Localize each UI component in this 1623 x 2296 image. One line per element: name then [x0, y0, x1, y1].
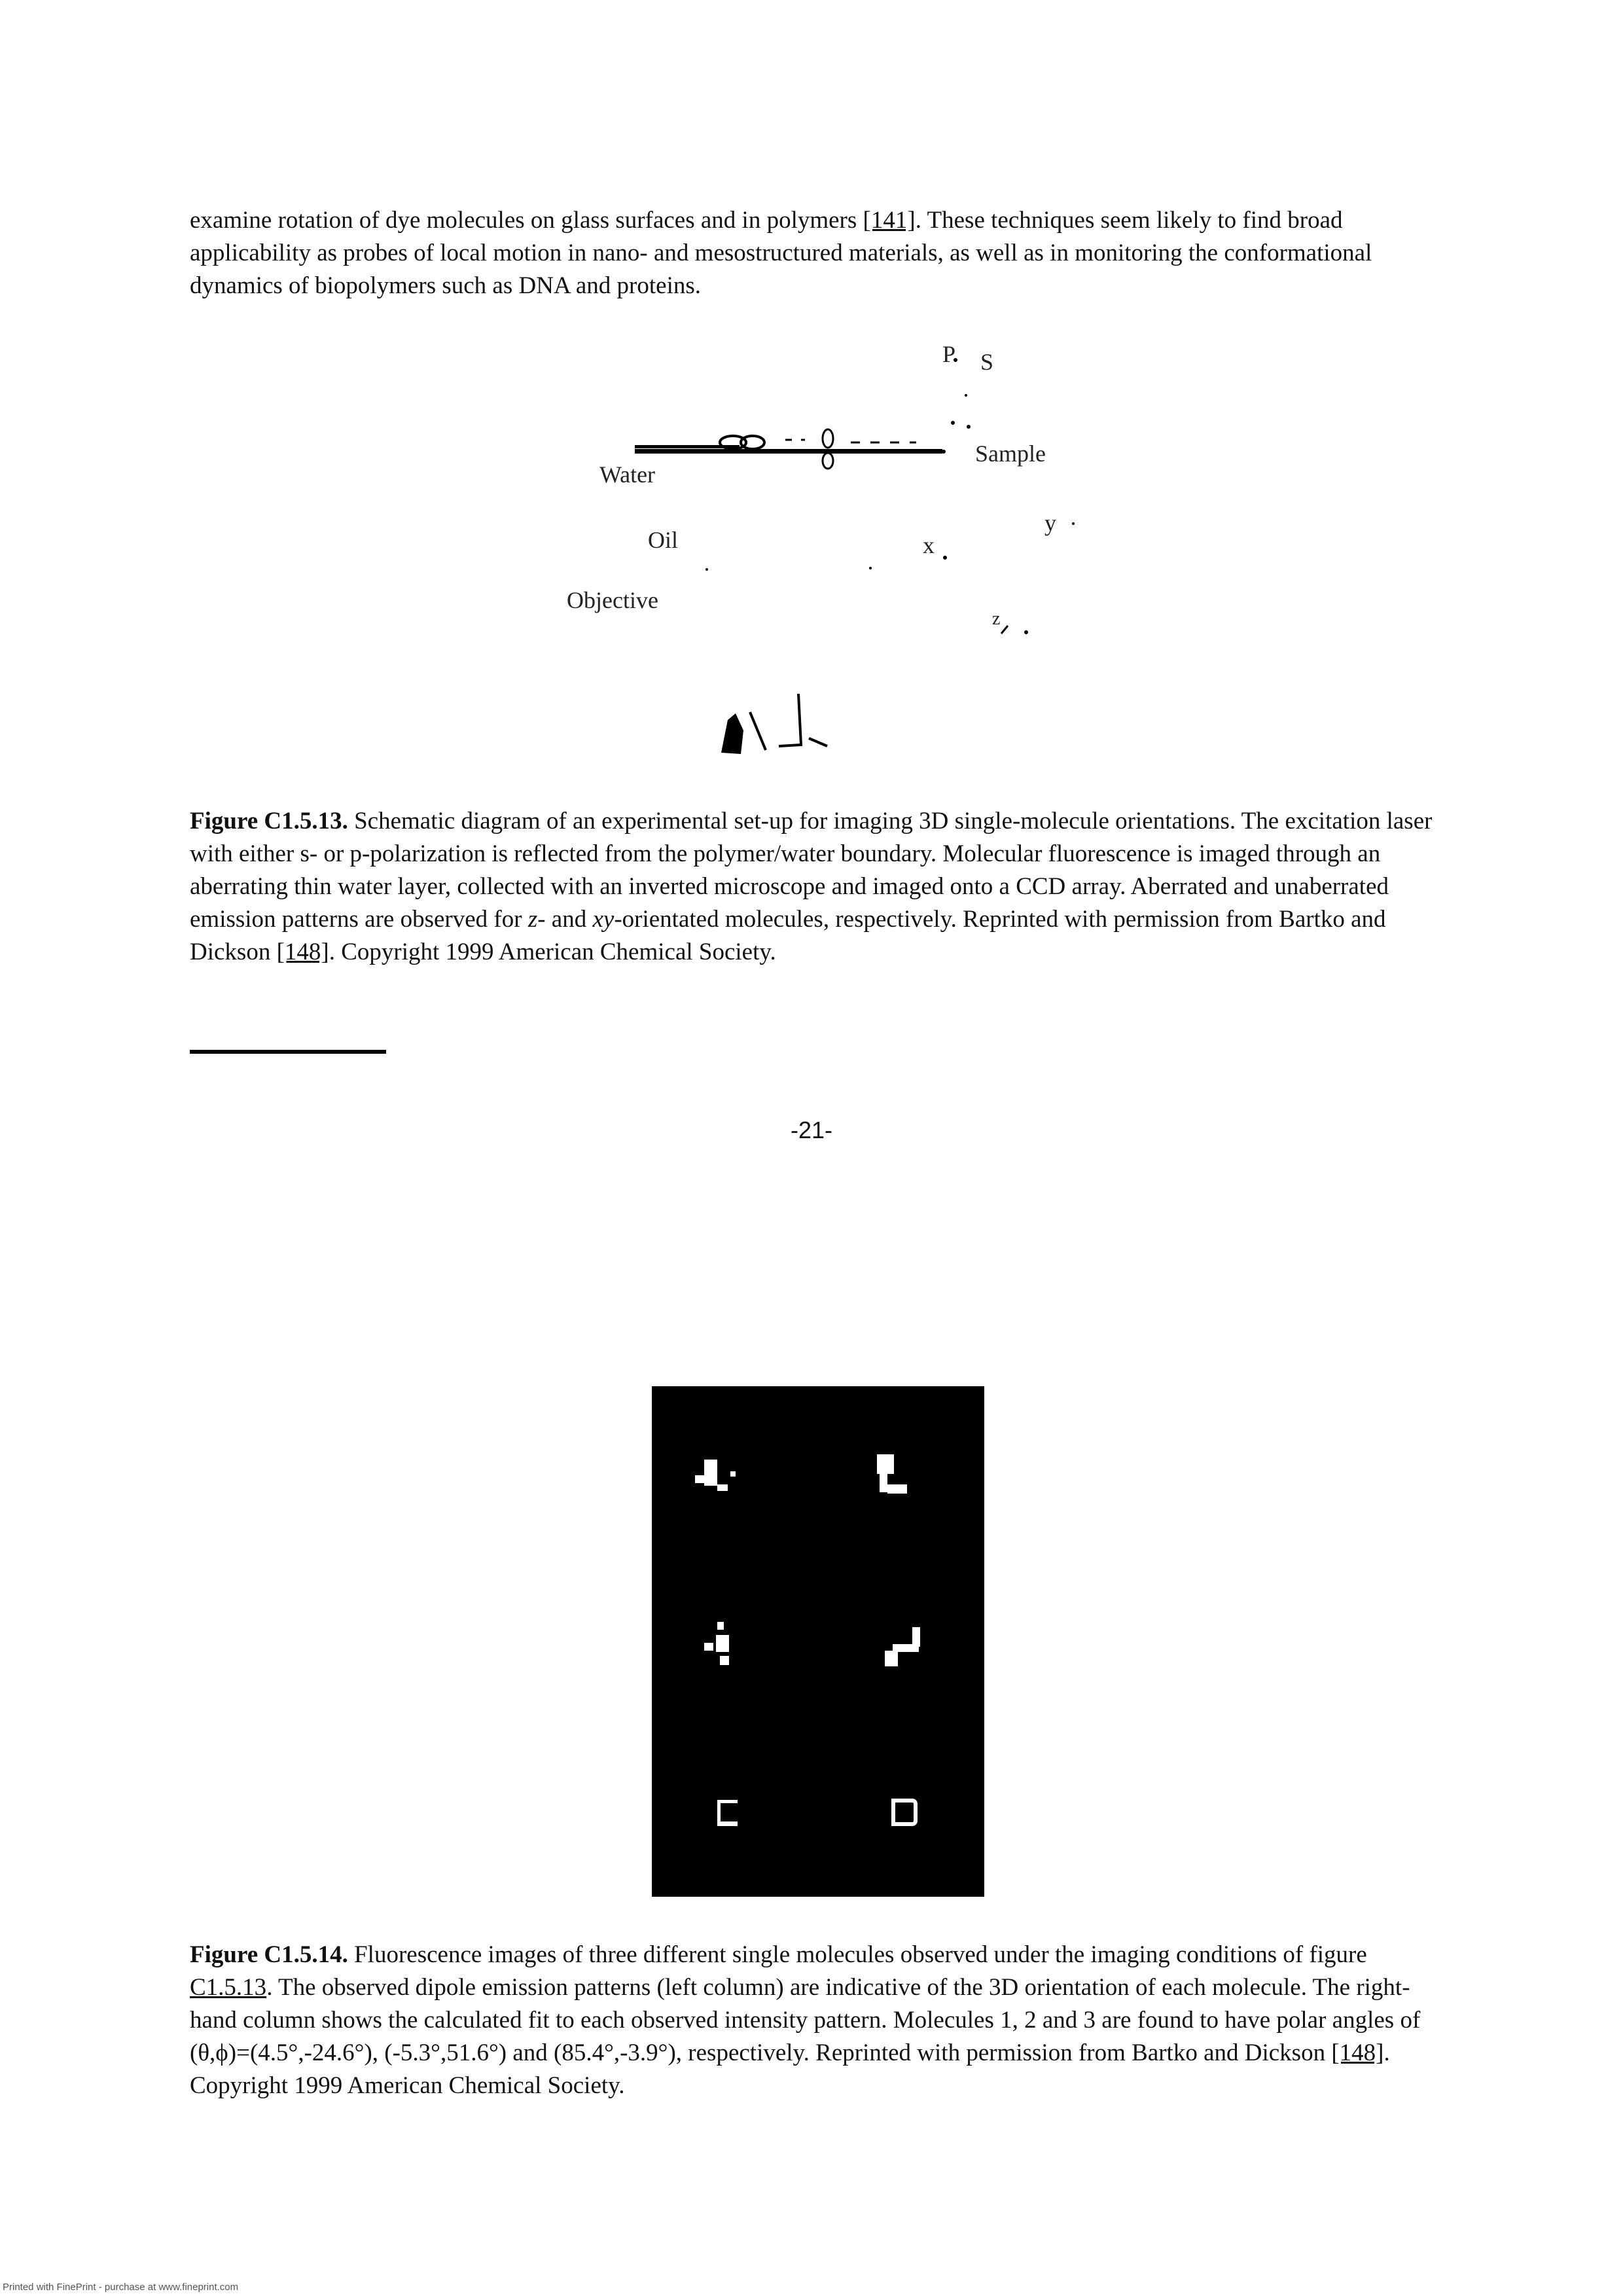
detector-bracket: [778, 693, 803, 747]
dipole-lobe: [740, 435, 766, 450]
emission-pattern-pixel: [880, 1474, 887, 1492]
water-layer: [635, 445, 740, 448]
emission-pattern-pixel: [885, 1651, 898, 1666]
label-s: S: [980, 349, 994, 375]
emission-pattern-fit-1: [877, 1454, 894, 1474]
emission-pattern-pixel: [716, 1635, 729, 1652]
caption-text: Schematic diagram of an experimental set…: [190, 808, 1433, 933]
label-y: y: [1044, 510, 1056, 536]
beam-dot: [705, 568, 708, 571]
caption-text: -orientated molecules, respectively. Rep…: [190, 906, 1386, 965]
reference-link-141[interactable]: [141]: [863, 207, 916, 234]
intro-text-continued: . These techniques seem likely to find b…: [190, 207, 1372, 299]
fluorescence-image-panel: [652, 1386, 984, 1897]
emission-pattern-pixel: [730, 1471, 736, 1477]
beam-dot: [869, 567, 872, 569]
label-water: Water: [599, 461, 656, 488]
dipole-lobe: [821, 452, 834, 470]
reference-link-148[interactable]: [148]: [1331, 2039, 1384, 2066]
label-z: z: [992, 609, 1001, 629]
emission-pattern-observed-2: [717, 1622, 724, 1630]
footnote-separator: [190, 1050, 386, 1054]
beam-dot: [967, 425, 971, 429]
caption-label: Figure C1.5.14.: [190, 1941, 348, 1968]
label-oil: Oil: [648, 527, 679, 553]
caption-italic-z: z: [527, 906, 538, 933]
dipole-lobe: [719, 435, 747, 450]
setup-schematic-drawing: [635, 358, 1075, 754]
emission-pattern-pixel: [704, 1643, 713, 1651]
label-x: x: [923, 532, 935, 558]
sample-slab: [635, 449, 942, 454]
print-footer: Printed with FinePrint - purchase at www…: [3, 2282, 239, 2293]
figure-reference-link[interactable]: C1.5.13: [190, 1974, 267, 2001]
intro-paragraph: examine rotation of dye molecules on gla…: [190, 204, 1446, 302]
dipole-lobe: [821, 428, 834, 449]
emission-pattern-pixel: [720, 1656, 729, 1665]
beam-dot: [951, 421, 955, 425]
beam-dot: [1072, 522, 1075, 525]
caption-label: Figure C1.5.13.: [190, 808, 348, 834]
emission-pattern-pixel: [717, 1484, 728, 1491]
reference-link-148[interactable]: [148]: [276, 939, 329, 965]
emission-pattern-observed-3: [717, 1800, 738, 1826]
figure-caption-c1-5-14: Figure C1.5.14. Fluorescence images of t…: [190, 1939, 1446, 2102]
caption-text: . Copyright 1999 American Chemical Socie…: [329, 939, 776, 965]
caption-italic-xy: xy: [592, 906, 615, 933]
page-number: -21-: [790, 1117, 833, 1143]
caption-text: - and: [537, 906, 593, 933]
figure-caption-c1-5-13: Figure C1.5.13. Schematic diagram of an …: [190, 805, 1446, 969]
emission-pattern-pixel: [695, 1475, 715, 1483]
emission-pattern-fit-2: [912, 1627, 920, 1647]
beam-dot: [1024, 630, 1028, 634]
emission-pattern-pixel: [887, 1484, 907, 1494]
emission-pattern-fit-3: [891, 1799, 918, 1826]
beam-dot: [954, 358, 957, 362]
emission-ray: [808, 737, 828, 747]
axis-stub: [1000, 625, 1009, 634]
intro-text: examine rotation of dye molecules on gla…: [190, 207, 863, 234]
caption-text: . Copyright 1999 American Chemical Socie…: [190, 2039, 1390, 2099]
setup-schematic-figure: P S Water Sample Oil x y Objective z: [550, 327, 1086, 772]
beam-dot: [942, 450, 946, 454]
beam-dot: [965, 394, 967, 397]
caption-text: Fluorescence images of three different s…: [348, 1941, 1367, 1968]
label-sample: Sample: [975, 440, 1046, 467]
caption-text: . The observed dipole emission patterns …: [190, 1974, 1421, 2066]
beam-dot: [943, 556, 947, 560]
objective-lens-shape: [721, 713, 743, 754]
emission-ray: [749, 711, 767, 751]
label-objective: Objective: [567, 587, 658, 613]
label-p: P: [942, 341, 956, 367]
emission-pattern-pixel: [893, 1644, 919, 1652]
